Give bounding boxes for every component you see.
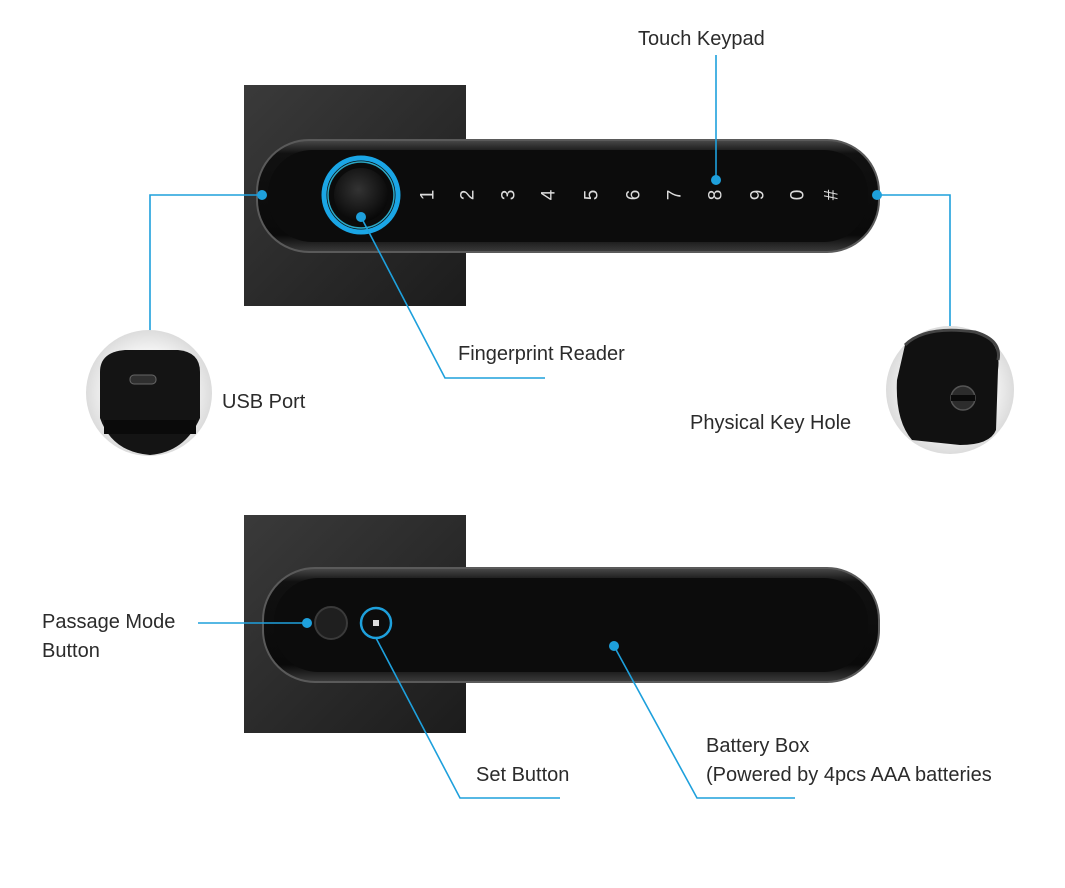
- keypad-key: 9: [748, 190, 769, 201]
- touch-keypad: 1 2 3 4 5 6 7 8 9 0 #: [418, 189, 843, 200]
- top-callouts: [149, 55, 951, 379]
- bottom-callouts: [198, 622, 795, 799]
- usb-port-icon: [129, 374, 157, 385]
- keypad-key: 7: [665, 190, 686, 201]
- keypad-key: 0: [788, 190, 809, 201]
- callout-line-fingerprint: [360, 216, 545, 379]
- keypad-key: 3: [499, 190, 520, 201]
- callout-line-key-hole: [877, 194, 951, 330]
- callout-line-set-button: [375, 637, 560, 799]
- callout-dot-touch-keypad: [711, 175, 721, 185]
- label-touch-keypad: Touch Keypad: [638, 28, 765, 50]
- callout-dot-key-hole: [872, 190, 882, 200]
- label-usb-port: USB Port: [222, 391, 306, 413]
- callout-dot-usb-port: [257, 190, 267, 200]
- label-passage-mode-line1: Passage Mode: [42, 611, 176, 633]
- label-set-button: Set Button: [476, 764, 570, 786]
- keypad-key: 4: [539, 189, 560, 200]
- keypad-key: #: [822, 189, 843, 200]
- usb-port-detail: [86, 330, 212, 456]
- top-lock: 1 2 3 4 5 6 7 8 9 0 #: [244, 85, 880, 306]
- callout-line-battery-box: [613, 645, 795, 799]
- keypad-key: 2: [458, 190, 479, 201]
- label-fingerprint-reader: Fingerprint Reader: [458, 343, 625, 365]
- callout-dot-passage-mode: [302, 618, 312, 628]
- keypad-key: 8: [706, 190, 727, 201]
- label-battery-box-line1: Battery Box: [706, 735, 810, 757]
- label-battery-box-line2: (Powered by 4pcs AAA batteries: [706, 764, 992, 786]
- fingerprint-reader-icon: [321, 155, 401, 235]
- passage-mode-button-icon: [314, 606, 348, 640]
- bottom-lock: [244, 515, 880, 733]
- callout-line-usb-port: [149, 194, 262, 335]
- label-passage-mode-line2: Button: [42, 640, 100, 662]
- keypad-key: 1: [418, 190, 439, 201]
- key-hole-detail: [886, 326, 1014, 454]
- label-physical-key-hole: Physical Key Hole: [690, 412, 852, 434]
- keypad-key: 5: [582, 190, 603, 201]
- keypad-key: 6: [624, 190, 645, 201]
